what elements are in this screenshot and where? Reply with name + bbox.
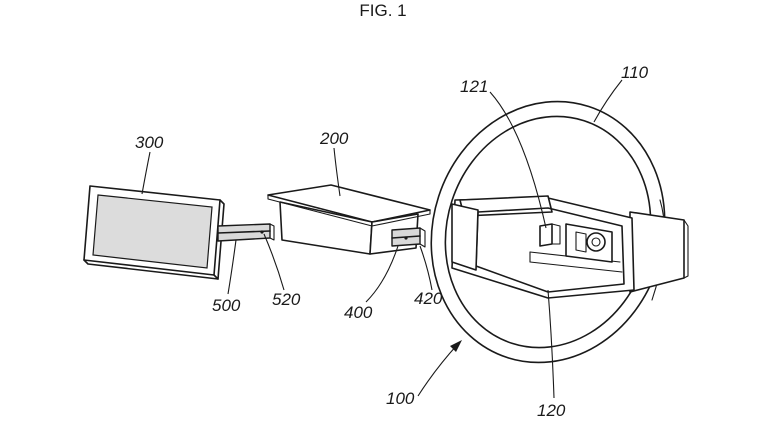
figure-title: FIG. 1 [359, 1, 406, 20]
label-steering-assembly: 100 [386, 389, 415, 408]
label-display-arm: 500 [212, 296, 241, 315]
reference-labels: 300 500 520 200 400 420 100 110 120 121 [135, 63, 649, 420]
display-unit [83, 185, 225, 280]
housing-unit [267, 184, 431, 255]
label-wheel-rim: 110 [621, 63, 649, 82]
leader-lines [141, 79, 623, 399]
steering-hub [451, 195, 689, 299]
steering-wheel [430, 100, 689, 364]
arm-joint-pin [260, 230, 264, 234]
label-display-arm-joint: 520 [272, 290, 301, 309]
label-display: 300 [135, 133, 164, 152]
housing-support-arm [391, 227, 426, 248]
label-housing-arm-joint: 420 [414, 289, 443, 308]
label-hub: 120 [537, 401, 566, 420]
display-screen [92, 194, 213, 269]
label-housing: 200 [319, 129, 349, 148]
arrowhead [450, 340, 462, 352]
label-hub-mount: 121 [460, 77, 488, 96]
label-housing-arm: 400 [344, 303, 373, 322]
display-support-arm [217, 223, 275, 242]
